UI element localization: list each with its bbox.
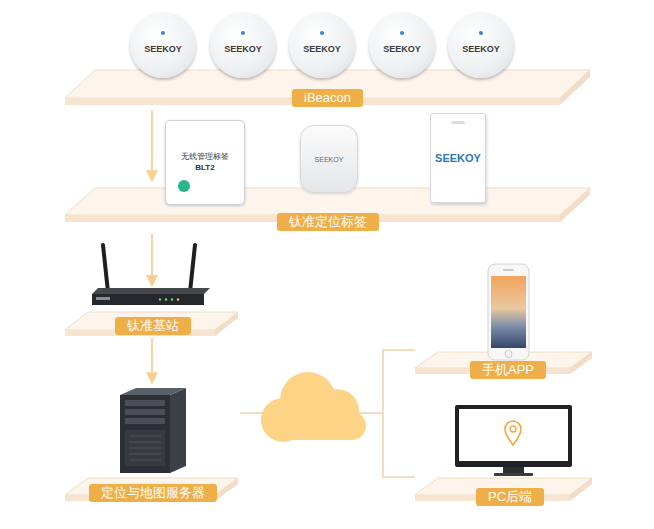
ibeacon-device: SEEKOY (369, 12, 435, 78)
server-figure (129, 454, 161, 455)
monitor-figure (455, 405, 572, 467)
server-figure (125, 430, 165, 466)
phone-figure (505, 351, 512, 358)
shelf-platform (65, 312, 238, 336)
shelf-platform (215, 478, 238, 501)
device-text: SEEKOY (383, 44, 421, 54)
ibeacon-device: SEEKOY (210, 12, 276, 78)
base-station-figure (92, 294, 204, 305)
monitor-figure (494, 473, 533, 476)
server-figure (129, 442, 161, 443)
shelf-label: 定位与地图服务器 (65, 385, 240, 503)
cloud-figure (261, 372, 366, 442)
device-text: SEEKOY (315, 156, 344, 163)
server-figure (170, 388, 186, 473)
base-station-figure (103, 245, 108, 292)
phone-figure (503, 269, 514, 271)
server-figure (129, 436, 161, 437)
label-pill: 钛准基站 (115, 317, 191, 335)
base-station-figure (165, 298, 167, 300)
ibeacon-device: SEEKOY (448, 12, 514, 78)
shelf-platform (560, 188, 590, 222)
base-station-figure (171, 298, 173, 300)
shelf-platform (65, 478, 238, 501)
label-pill: PC后端 (476, 488, 544, 506)
shelf-platform (570, 352, 592, 374)
base-station-figure (190, 245, 195, 292)
device-text: 无线管理标签 (181, 151, 229, 162)
server-figure (125, 418, 165, 424)
phone-figure (491, 276, 526, 348)
label-pill: 定位与地图服务器 (89, 484, 217, 502)
shelf-label: iBeacon SEEKOY SEEKOY SEEKOY SEEKOY SEEKOY (60, 8, 595, 108)
tag-box: 无线管理标签BLT2 (165, 120, 245, 205)
ibeacon-device: SEEKOY (130, 12, 196, 78)
ibeacon-device: SEEKOY (289, 12, 355, 78)
device-text: BLT2 (195, 162, 214, 173)
flow-arrow (151, 110, 153, 181)
label-pill: 钛准定位标签 (277, 213, 379, 231)
device-text: SEEKOY (435, 152, 481, 164)
wristband-tag: SEEKOY (300, 125, 358, 193)
shelf-label: 钛准基站 (65, 288, 240, 336)
shelf-platform (560, 70, 590, 105)
server-figure (125, 409, 165, 415)
server-figure (129, 448, 161, 449)
monitor-figure (505, 421, 521, 445)
shelf-platform (215, 312, 238, 336)
shelf-label: 钛准定位标签无线管理标签BLT2SEEKOYSEEKOY (60, 183, 595, 232)
monitor-figure (503, 467, 524, 473)
device-text: SEEKOY (462, 44, 500, 54)
label-pill: iBeacon (292, 89, 363, 107)
shelf-label: 手机APP (415, 262, 601, 380)
phone-figure (488, 264, 529, 360)
monitor-figure (459, 409, 568, 461)
shelf-platform (570, 478, 592, 501)
card-tag: SEEKOY (430, 113, 486, 203)
server-figure (129, 460, 161, 461)
base-station-figure (177, 298, 179, 300)
server-figure (120, 395, 170, 473)
base-station-figure (92, 288, 210, 294)
device-text: SEEKOY (303, 44, 341, 54)
monitor-figure (455, 405, 572, 476)
flow-arrow (151, 234, 153, 286)
server-figure (125, 400, 165, 406)
base-station-figure (96, 297, 110, 300)
flow-arrow (151, 338, 153, 383)
label-pill: 手机APP (470, 361, 546, 379)
server-figure (120, 388, 186, 473)
device-text: SEEKOY (144, 44, 182, 54)
monitor-figure (510, 426, 516, 432)
phone-figure (488, 264, 529, 360)
device-text: SEEKOY (224, 44, 262, 54)
shelf-label: PC后端 (415, 400, 605, 507)
base-station-figure (92, 245, 210, 305)
cloud-figure (268, 418, 358, 440)
base-station-figure (159, 298, 161, 300)
